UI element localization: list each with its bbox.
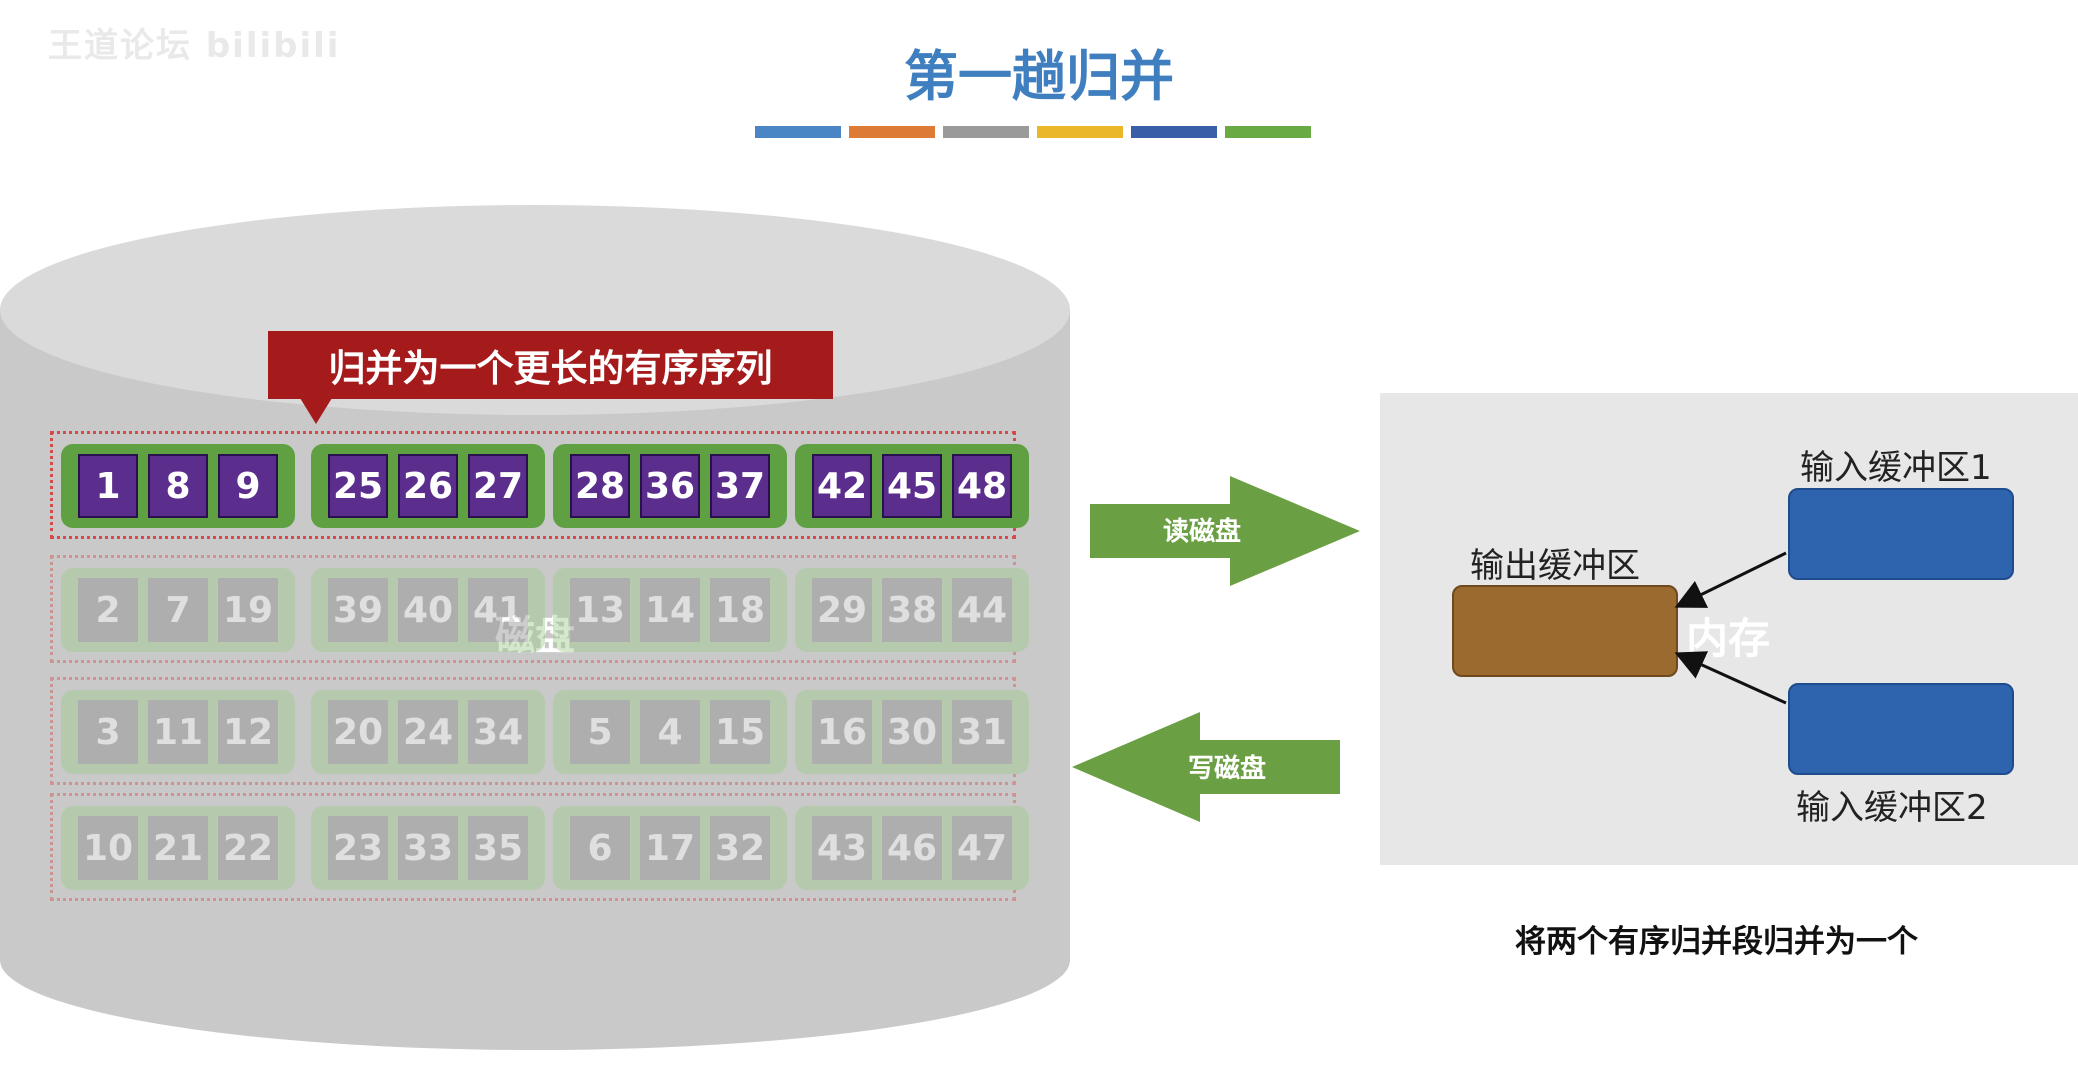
record-cell: 4 <box>640 700 700 764</box>
watermark: 王道论坛 bilibili <box>48 26 341 66</box>
record-cell: 30 <box>882 700 942 764</box>
record-cell: 29 <box>812 578 872 642</box>
record-cell: 22 <box>218 816 278 880</box>
record-cell: 17 <box>640 816 700 880</box>
record-cell: 46 <box>882 816 942 880</box>
record-cell: 37 <box>710 454 770 518</box>
record-cell: 14 <box>640 578 700 642</box>
record-cell: 1 <box>78 454 138 518</box>
input-buffer-2-label: 输入缓冲区2 <box>1796 788 1988 828</box>
record-cell: 12 <box>218 700 278 764</box>
record-cell: 43 <box>812 816 872 880</box>
record-cell: 8 <box>148 454 208 518</box>
record-cell: 13 <box>570 578 630 642</box>
record-cell: 5 <box>570 700 630 764</box>
record-cell: 20 <box>328 700 388 764</box>
record-cell: 23 <box>328 816 388 880</box>
record-cell: 38 <box>882 578 942 642</box>
output-buffer-label: 输出缓冲区 <box>1470 546 1640 586</box>
record-cell: 16 <box>812 700 872 764</box>
color-bar-segment <box>849 126 935 138</box>
record-cell: 33 <box>398 816 458 880</box>
color-bar-segment <box>1131 126 1217 138</box>
write-disk-label: 写磁盘 <box>1188 754 1267 784</box>
merge-callout: 归并为一个更长的有序序列 <box>268 331 833 399</box>
record-cell: 32 <box>710 816 770 880</box>
record-cell: 44 <box>952 578 1012 642</box>
record-cell: 15 <box>710 700 770 764</box>
color-bar-segment <box>1037 126 1123 138</box>
write-disk-arrow <box>1072 712 1340 822</box>
record-cell: 34 <box>468 700 528 764</box>
record-cell: 6 <box>570 816 630 880</box>
input-buffer-1-label: 输入缓冲区1 <box>1800 448 1992 488</box>
record-cell: 25 <box>328 454 388 518</box>
record-cell: 31 <box>952 700 1012 764</box>
disk-cylinder <box>0 205 1070 1050</box>
record-cell: 2 <box>78 578 138 642</box>
record-cell: 11 <box>148 700 208 764</box>
disk-label: 磁盘 <box>495 603 575 661</box>
record-cell: 48 <box>952 454 1012 518</box>
record-cell: 7 <box>148 578 208 642</box>
memory-label: 内存 <box>1686 614 1771 663</box>
color-bar-segment <box>943 126 1029 138</box>
record-cell: 42 <box>812 454 872 518</box>
output-buffer <box>1452 585 1678 677</box>
record-cell: 35 <box>468 816 528 880</box>
record-cell: 27 <box>468 454 528 518</box>
color-bar-segment <box>755 126 841 138</box>
record-cell: 36 <box>640 454 700 518</box>
page-title: 第一趟归并 <box>904 45 1174 108</box>
caption: 将两个有序归并段归并为一个 <box>1515 924 1918 960</box>
color-bar <box>755 126 1311 138</box>
record-cell: 41 <box>468 578 528 642</box>
read-disk-arrow <box>1090 476 1360 586</box>
record-cell: 45 <box>882 454 942 518</box>
read-disk-label: 读磁盘 <box>1163 517 1242 547</box>
input-buffer-1 <box>1788 488 2014 580</box>
record-cell: 24 <box>398 700 458 764</box>
record-cell: 21 <box>148 816 208 880</box>
input-buffer-2 <box>1788 683 2014 775</box>
record-cell: 10 <box>78 816 138 880</box>
color-bar-segment <box>1225 126 1311 138</box>
record-cell: 28 <box>570 454 630 518</box>
record-cell: 3 <box>78 700 138 764</box>
record-cell: 26 <box>398 454 458 518</box>
record-cell: 19 <box>218 578 278 642</box>
record-cell: 9 <box>218 454 278 518</box>
record-cell: 18 <box>710 578 770 642</box>
callout-pointer <box>300 398 332 424</box>
record-cell: 39 <box>328 578 388 642</box>
record-cell: 40 <box>398 578 458 642</box>
record-cell: 47 <box>952 816 1012 880</box>
